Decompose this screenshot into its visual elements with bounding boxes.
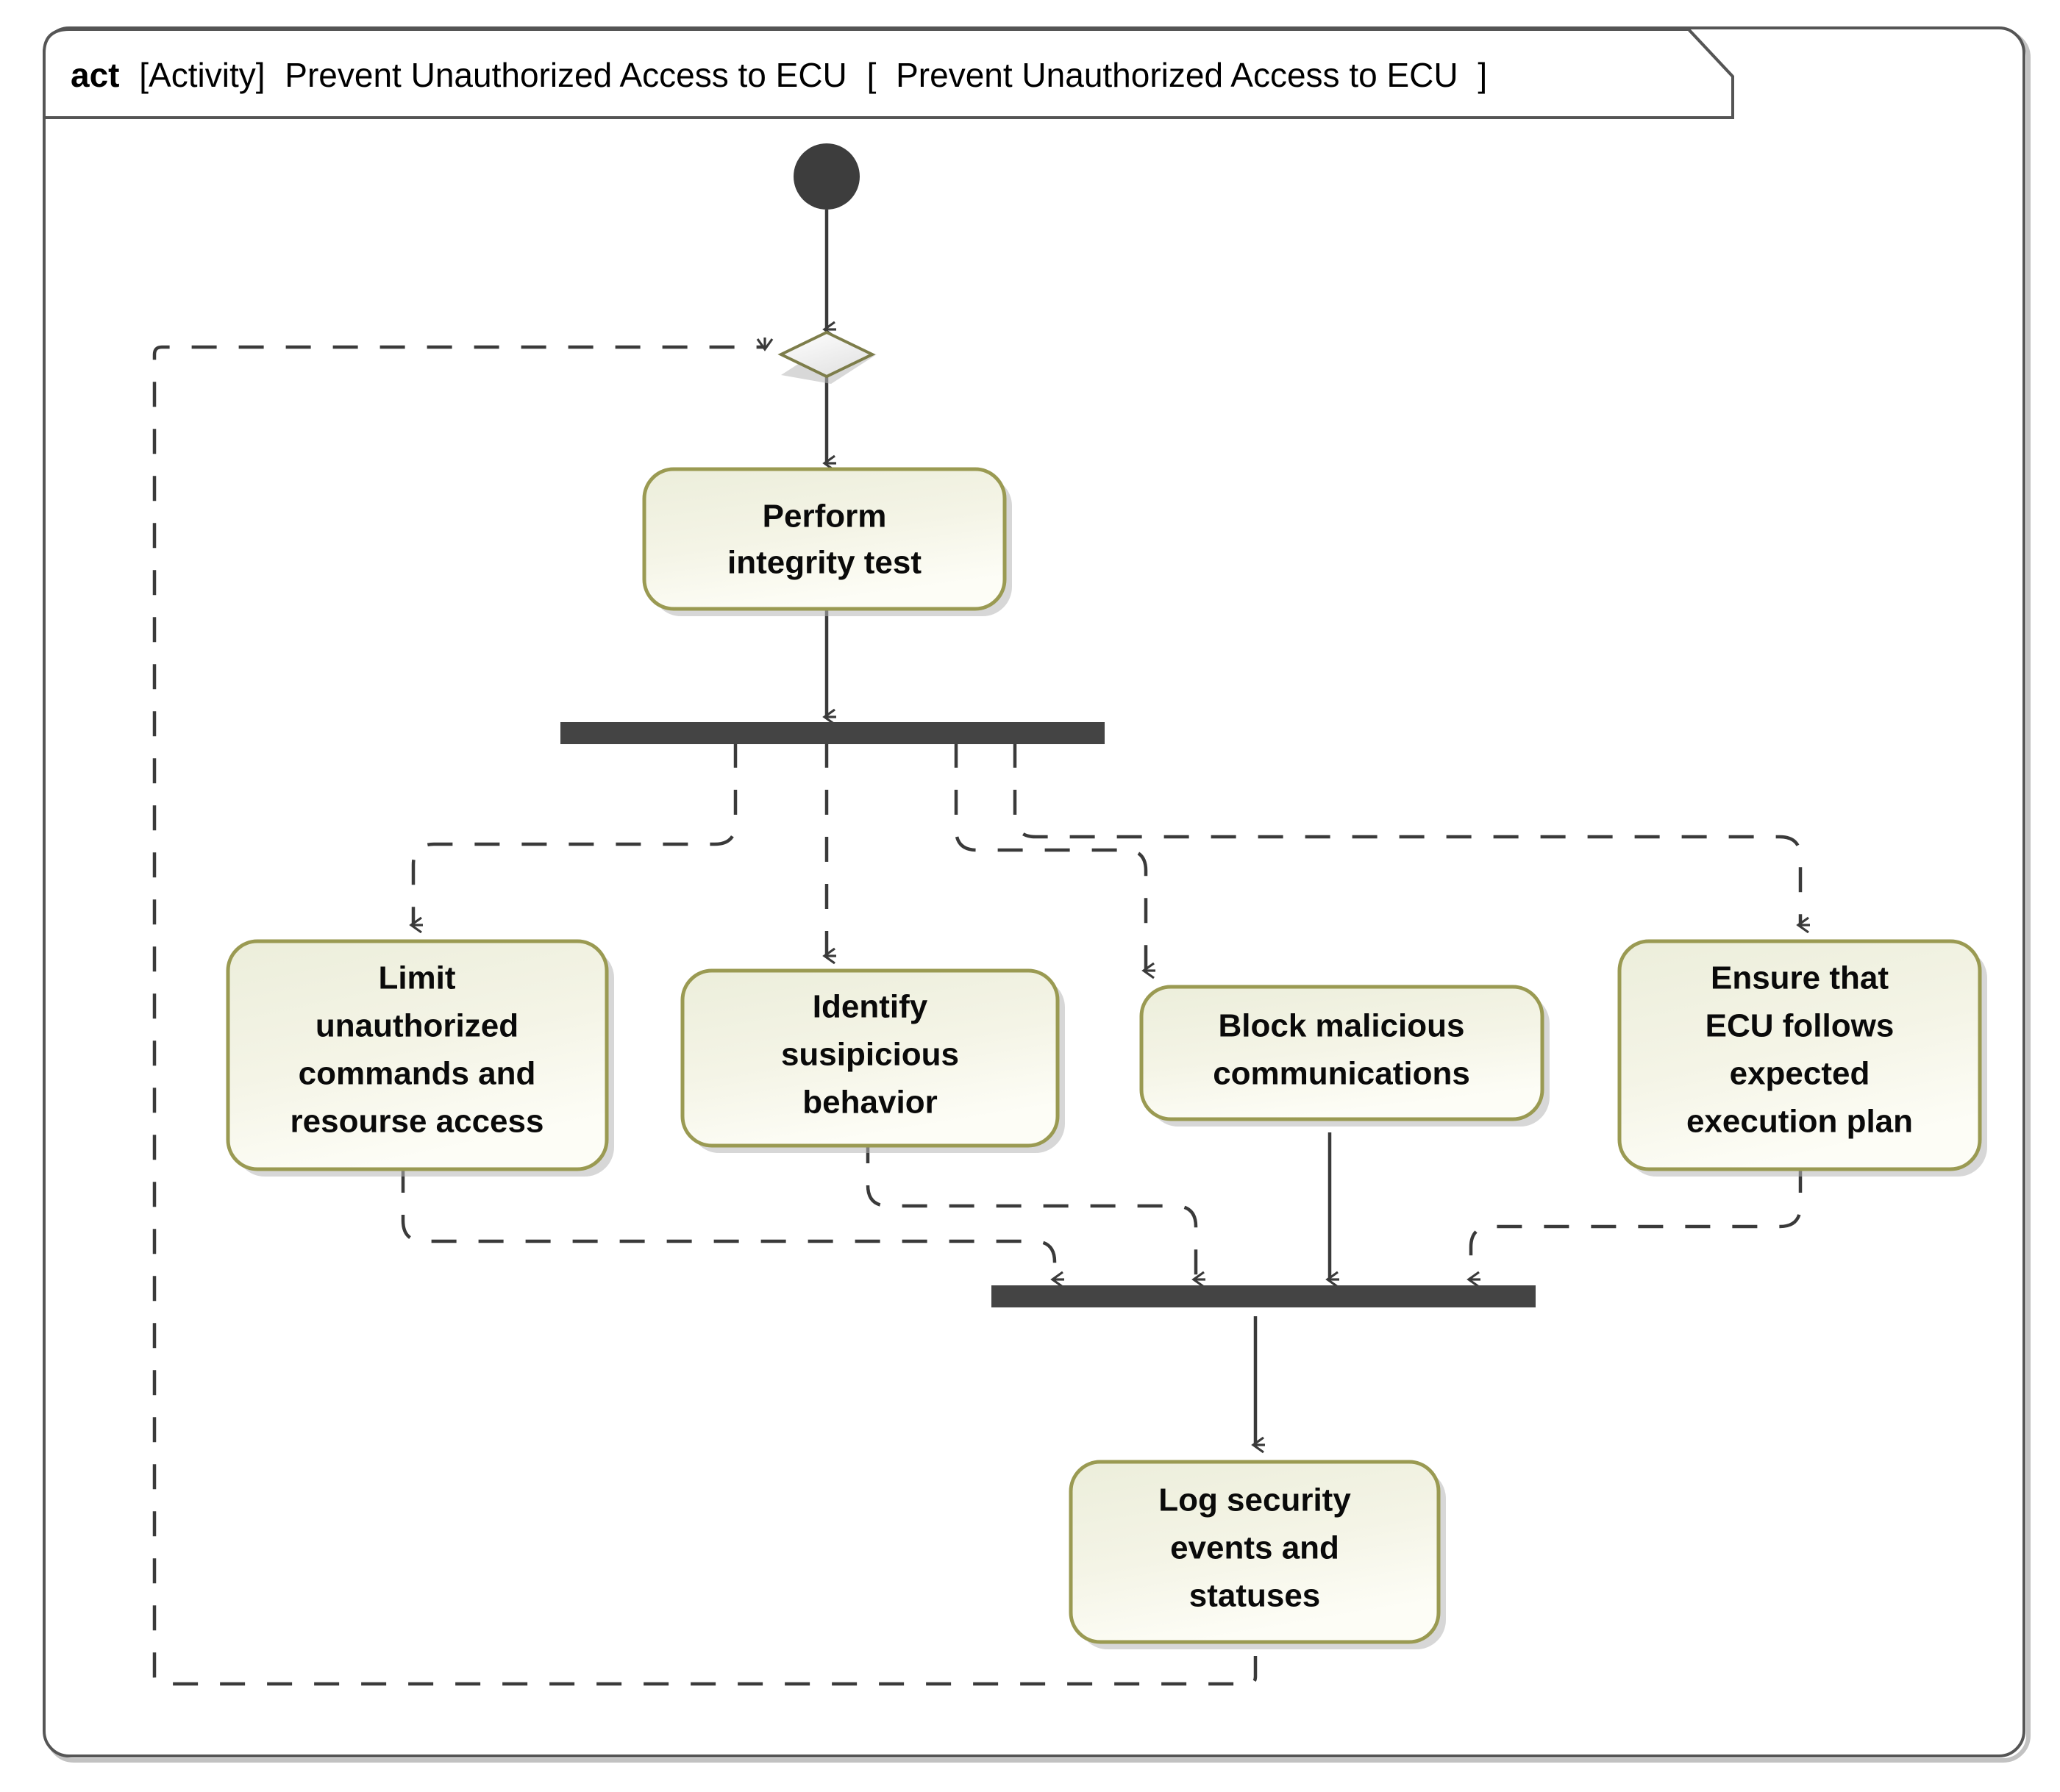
frame-title-name: Prevent Unauthorized Access to ECU [285, 56, 847, 94]
action-identify-label-line3: behavior [802, 1085, 937, 1121]
action-ensure-label-line1: Ensure that [1711, 960, 1889, 996]
action-ensure-expected-execution-plan[interactable]: Ensure that ECU follows expected executi… [1617, 939, 1987, 1177]
action-identify-suspicious-behavior[interactable]: Identify susipicious behavior [680, 968, 1065, 1153]
edge-log-to-merge-feedback [152, 338, 1258, 1686]
edge-ensure-to-join [1466, 1168, 1803, 1288]
edge-fork-to-ensure [1013, 743, 1810, 934]
action-block-label-line1: Block malicious [1218, 1008, 1464, 1044]
action-block-malicious-communications[interactable]: Block malicious communications [1139, 985, 1550, 1127]
frame-title-type: [Activity] [139, 56, 265, 94]
action-block-box[interactable] [1139, 985, 1544, 1121]
frame-border [43, 26, 2025, 1757]
action-block-label-line2: communications [1213, 1056, 1470, 1092]
frame-title-keyword: act [71, 56, 119, 94]
action-limit-box[interactable] [226, 939, 609, 1171]
action-perform-label-line2: integrity test [727, 545, 922, 581]
action-ensure-label-line4: execution plan [1686, 1104, 1913, 1140]
action-limit-label-line4: resourse access [291, 1104, 544, 1140]
action-log-security-events[interactable]: Log security events and statuses [1069, 1460, 1446, 1649]
initial-node-circle[interactable] [794, 143, 860, 210]
action-perform-label-line1: Perform [763, 499, 887, 535]
edge-identify-to-join [866, 1138, 1205, 1288]
action-limit-label-line2: unauthorized [316, 1008, 518, 1044]
action-log-label-line3: statuses [1189, 1578, 1321, 1614]
initial-node[interactable] [794, 143, 860, 210]
edge-layer [152, 210, 1810, 1686]
action-identify-box[interactable] [680, 968, 1060, 1148]
frame-title-qualifier: Prevent Unauthorized Access to ECU [896, 56, 1458, 94]
action-ensure-label-line2: ECU follows [1706, 1008, 1895, 1044]
action-limit-label-line3: commands and [299, 1056, 536, 1092]
action-perform-box[interactable] [642, 467, 1007, 611]
action-log-box[interactable] [1069, 1460, 1441, 1644]
join-node[interactable] [991, 1285, 1536, 1307]
edge-fork-to-block [954, 743, 1155, 979]
action-perform-integrity-test[interactable]: Perform integrity test [642, 467, 1012, 616]
frame-header-tab [43, 28, 1734, 119]
fork-node[interactable] [560, 722, 1105, 744]
frame-title-bracket-close: ] [1478, 56, 1487, 94]
action-ensure-box[interactable] [1617, 939, 1982, 1171]
frame-header-tab-notch [1687, 28, 1734, 78]
frame-title: act [Activity] Prevent Unauthorized Acce… [71, 56, 1487, 94]
action-limit-unauthorized-commands[interactable]: Limit unauthorized commands and resourse… [226, 939, 614, 1177]
edge-fork-to-limit [409, 743, 738, 934]
action-log-label-line2: events and [1170, 1530, 1339, 1566]
action-identify-label-line1: Identify [813, 989, 928, 1025]
diagram-frame [43, 26, 2031, 1763]
action-log-label-line1: Log security [1158, 1482, 1351, 1518]
fork-node-bar[interactable] [560, 722, 1105, 744]
frame-title-bracket-open: [ [867, 56, 877, 94]
action-identify-label-line2: susipicious [781, 1037, 959, 1073]
action-limit-label-line1: Limit [378, 960, 455, 996]
join-node-bar[interactable] [991, 1285, 1536, 1307]
action-ensure-label-line3: expected [1730, 1056, 1870, 1092]
merge-node[interactable] [777, 330, 877, 384]
edge-limit-to-join [401, 1168, 1064, 1288]
merge-node-diamond[interactable] [777, 330, 876, 379]
